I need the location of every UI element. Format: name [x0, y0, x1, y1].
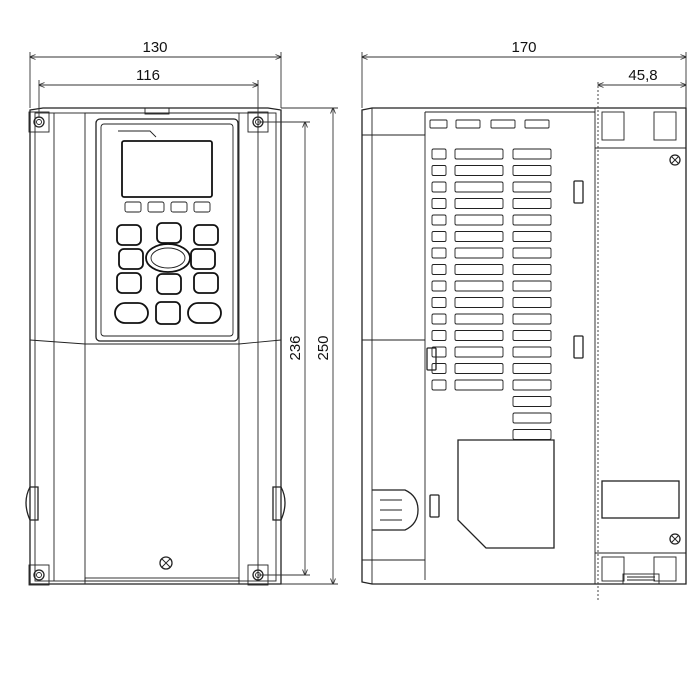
- vent-slot: [431, 297, 447, 308]
- vent-slot: [431, 280, 447, 292]
- vent-slot: [454, 330, 504, 341]
- vent-slot: [431, 330, 447, 341]
- vent-slot: [431, 231, 447, 242]
- vent-slot: [431, 264, 447, 275]
- vent-slot: [431, 214, 447, 226]
- vent-slot: [512, 280, 552, 292]
- vent-slot: [512, 214, 552, 226]
- dim-side-offset: 45,8: [628, 67, 657, 84]
- vent-slot: [431, 346, 447, 358]
- vent-slot: [512, 396, 552, 407]
- vent-slot: [512, 297, 552, 308]
- vent-slot: [512, 231, 552, 242]
- vent-slot: [512, 412, 552, 424]
- vent-slot: [454, 198, 504, 209]
- vent-slot: [431, 379, 447, 391]
- vent-slot: [512, 429, 552, 440]
- vent-slot: [512, 181, 552, 193]
- vent-slot: [431, 181, 447, 193]
- front-dimensions: 130 116 236 250: [30, 39, 338, 584]
- vent-slot: [454, 247, 504, 259]
- vent-slot: [431, 148, 447, 160]
- vent-slot: [454, 165, 504, 176]
- vent-slot: [454, 264, 504, 275]
- front-view: [25, 107, 286, 586]
- vent-slot: [454, 214, 504, 226]
- dim-mounting-width: 116: [136, 67, 160, 84]
- vent-slot: [512, 363, 552, 374]
- vent-slot: [454, 313, 504, 325]
- vent-slot: [454, 181, 504, 193]
- side-view: [361, 82, 687, 600]
- vent-slot: [512, 247, 552, 259]
- vent-slot: [454, 280, 504, 292]
- vent-slot: [431, 165, 447, 176]
- vent-slot: [512, 198, 552, 209]
- vent-slot: [454, 148, 504, 160]
- vent-slot: [512, 165, 552, 176]
- vent-slot: [512, 264, 552, 275]
- vent-slot: [512, 148, 552, 160]
- dim-overall-height: 250: [315, 335, 332, 360]
- vent-slot: [454, 346, 504, 358]
- vent-slot: [512, 379, 552, 391]
- vent-slot: [431, 198, 447, 209]
- vent-slot: [512, 330, 552, 341]
- vent-slot: [454, 231, 504, 242]
- vent-slot: [454, 363, 504, 374]
- vent-slot: [431, 247, 447, 259]
- side-dimensions: 170 45,8: [362, 39, 686, 108]
- vent-slot: [431, 363, 447, 374]
- vent-slot: [454, 379, 504, 391]
- vent-slot: [454, 297, 504, 308]
- dim-overall-width: 130: [142, 39, 167, 56]
- vent-slot: [431, 313, 447, 325]
- vent-slot: [512, 313, 552, 325]
- vent-slots: [431, 148, 552, 440]
- dim-mounting-height: 236: [287, 335, 304, 360]
- vent-slot: [512, 346, 552, 358]
- dim-depth: 170: [511, 39, 536, 56]
